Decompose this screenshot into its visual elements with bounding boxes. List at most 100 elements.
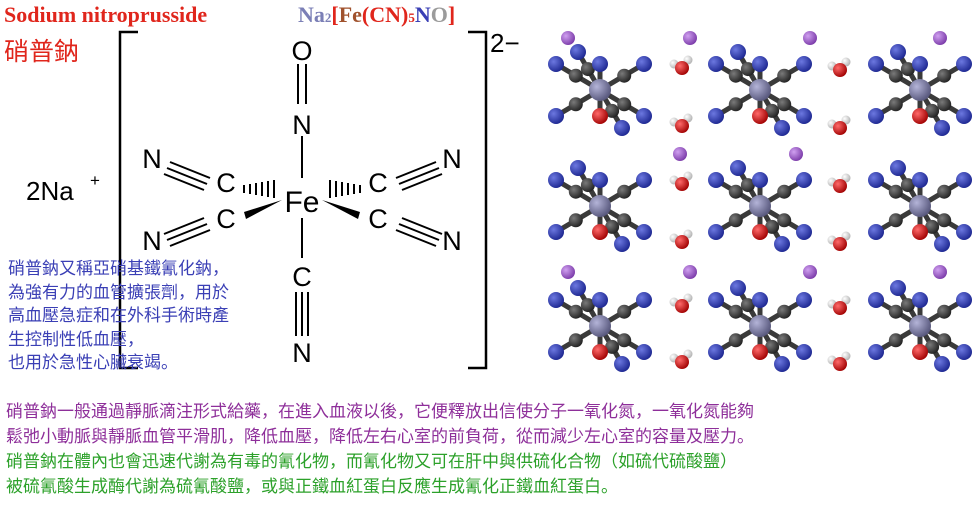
crystal-iron-atom xyxy=(909,79,931,101)
crystal-carbon-atom xyxy=(728,213,743,228)
crystal-nitrogen-atom xyxy=(636,292,652,308)
crystal-iron-atom xyxy=(589,195,611,217)
metabolism-line: 硝普鈉在體內也會迅速代謝為有毒的氰化物，而氰化物又可在肝中與供硫化合物（如硫代硫… xyxy=(6,452,737,472)
crystal-nitrogen-atom xyxy=(708,292,724,308)
crystal-carbon-atom xyxy=(777,304,792,319)
formula-fe: Fe xyxy=(338,2,362,27)
crystal-nitrogen-atom xyxy=(708,108,724,124)
crystal-sodium-atom xyxy=(933,31,947,45)
crystal-carbon-atom xyxy=(925,219,940,234)
crystal-sodium-atom xyxy=(683,265,697,279)
formula-o: O xyxy=(430,2,448,27)
atom-n-right-upper: N xyxy=(442,144,462,174)
crystal-nitrogen-atom xyxy=(636,56,652,72)
crystal-nitrogen-atom xyxy=(890,44,906,60)
crystal-nitrogen-atom xyxy=(636,108,652,124)
crystal-oxygen-atom xyxy=(675,299,689,313)
crystal-nitrogen-atom xyxy=(708,224,724,240)
formula-na-subscript: 2 xyxy=(324,10,332,25)
crystal-carbon-atom xyxy=(568,97,583,112)
crystal-iron-atom xyxy=(589,315,611,337)
crystal-oxygen-atom xyxy=(752,344,768,360)
crystal-nitrogen-atom xyxy=(956,292,972,308)
description-line: 生控制性低血壓， xyxy=(8,329,144,350)
crystal-nitrogen-atom xyxy=(570,160,586,176)
crystal-carbon-atom xyxy=(605,103,620,118)
hashed-bond-left xyxy=(243,180,275,198)
crystal-nitrogen-atom xyxy=(912,292,928,308)
chemical-formula: Na2[Fe(CN)5NO] xyxy=(298,2,455,28)
crystal-nitrogen-atom xyxy=(868,56,884,72)
crystal-nitrogen-atom xyxy=(774,120,790,136)
crystal-carbon-atom xyxy=(740,178,755,193)
crystal-nitrogen-atom xyxy=(636,172,652,188)
crystal-carbon-atom xyxy=(617,68,632,83)
formula-cn-subscript: 5 xyxy=(408,10,415,25)
right-bracket xyxy=(468,30,488,370)
atom-c-left-lower: C xyxy=(216,204,236,234)
crystal-carbon-atom xyxy=(568,333,583,348)
crystal-nitrogen-atom xyxy=(934,120,950,136)
compound-name-chinese: 硝普鈉 xyxy=(4,37,80,66)
crystal-nitrogen-atom xyxy=(868,172,884,188)
crystal-nitrogen-atom xyxy=(730,280,746,296)
crystal-nitrogen-atom xyxy=(890,160,906,176)
crystal-nitrogen-atom xyxy=(570,44,586,60)
crystal-carbon-atom xyxy=(888,333,903,348)
crystal-carbon-atom xyxy=(765,103,780,118)
crystal-nitrogen-atom xyxy=(774,356,790,372)
crystal-nitrogen-atom xyxy=(956,344,972,360)
crystal-nitrogen-atom xyxy=(868,344,884,360)
atom-c-right-upper: C xyxy=(368,168,388,198)
crystal-iron-atom xyxy=(749,315,771,337)
crystal-nitrogen-atom xyxy=(752,56,768,72)
crystal-nitrogen-atom xyxy=(956,56,972,72)
counter-ion-charge: + xyxy=(90,171,100,190)
ion-charge: 2− xyxy=(490,28,520,58)
formula-close-paren: ) xyxy=(401,2,409,27)
description-line: 為強有力的血管擴張劑，用於 xyxy=(8,282,229,303)
crystal-oxygen-atom xyxy=(912,108,928,124)
crystal-carbon-atom xyxy=(888,184,903,199)
triple-bond-right-upper xyxy=(395,161,443,191)
crystal-carbon-atom xyxy=(568,184,583,199)
crystal-oxygen-atom xyxy=(833,357,847,371)
triple-bond-left-upper xyxy=(163,161,211,191)
crystal-carbon-atom xyxy=(605,219,620,234)
formula-open-bracket: [ xyxy=(331,2,339,27)
counter-ion: 2Na xyxy=(26,176,74,206)
crystal-nitrogen-atom xyxy=(796,344,812,360)
detailed-description: 硝普鈉一般通過靜脈滴注形式給藥，在進入血液以後，它便釋放出信使分子一氧化氮，一氧… xyxy=(6,400,978,500)
crystal-nitrogen-atom xyxy=(548,344,564,360)
crystal-iron-atom xyxy=(749,195,771,217)
crystal-sodium-atom xyxy=(789,147,803,161)
crystal-nitrogen-atom xyxy=(796,224,812,240)
crystal-carbon-atom xyxy=(728,304,743,319)
hashed-bond-right xyxy=(329,180,361,198)
crystal-carbon-atom xyxy=(580,178,595,193)
crystal-nitrogen-atom xyxy=(956,108,972,124)
crystal-nitrogen-atom xyxy=(548,224,564,240)
crystal-carbon-atom xyxy=(777,184,792,199)
crystal-nitrogen-atom xyxy=(934,356,950,372)
crystal-carbon-atom xyxy=(568,304,583,319)
crystal-oxygen-atom xyxy=(592,344,608,360)
crystal-sodium-atom xyxy=(683,31,697,45)
atom-fe: Fe xyxy=(284,186,319,219)
crystal-oxygen-atom xyxy=(592,108,608,124)
crystal-sodium-atom xyxy=(933,265,947,279)
crystal-iron-atom xyxy=(909,195,931,217)
crystal-sodium-atom xyxy=(561,265,575,279)
atom-o-top: O xyxy=(291,36,312,66)
crystal-carbon-atom xyxy=(777,68,792,83)
crystal-nitrogen-atom xyxy=(796,292,812,308)
short-description: 硝普鈉又稱亞硝基鐵氰化鈉， 為強有力的血管擴張劑，用於 高血壓急症和在外科手術時… xyxy=(8,258,308,376)
crystal-carbon-atom xyxy=(888,68,903,83)
crystal-sodium-atom xyxy=(803,265,817,279)
atom-n-bottom: N xyxy=(292,338,312,368)
atom-n-left-upper: N xyxy=(142,144,162,174)
crystal-oxygen-atom xyxy=(675,235,689,249)
atom-n-right-lower: N xyxy=(442,226,462,256)
crystal-nitrogen-atom xyxy=(548,172,564,188)
crystal-nitrogen-atom xyxy=(592,56,608,72)
